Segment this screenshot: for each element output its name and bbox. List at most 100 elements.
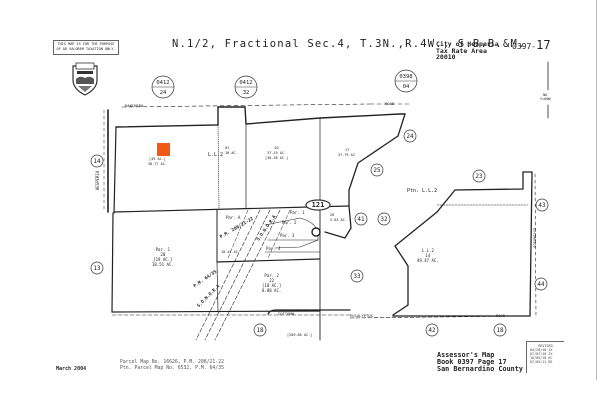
parcel-par-2-small[interactable]: Par. 2 [282, 220, 297, 225]
parcel-acres: 10 AC. [225, 151, 238, 155]
parcel-net-acres: 18.51 AC. [152, 262, 174, 267]
street-eucalyptus-road: ROAD [496, 313, 506, 318]
parcel-acres: 37.79 AC. [338, 153, 357, 157]
parcel-acres: [19 AC.] [153, 257, 173, 262]
neighbor-page-25[interactable]: 25 [373, 167, 381, 174]
neighbor-page-32[interactable]: 32 [380, 216, 388, 223]
parcel-label: L.L.2 [421, 248, 434, 253]
ll2-label-top: L.L.2 [208, 152, 224, 158]
tra-label: Tax Rate Area [436, 46, 487, 55]
parcel-label: Par. 2 [264, 273, 279, 278]
parcel-par-2[interactable]: Par. 2 22 [10 AC.] 8.88 AC. [262, 273, 281, 293]
street-road-label: ROAD [385, 101, 395, 106]
neighbor-page-44[interactable]: 44 [537, 281, 545, 288]
taxation-disclaimer: THIS MAP IS FOR THE PURPOSE OF AD VALORE… [53, 40, 119, 55]
parcel-27[interactable]: 27 37.79 AC. [338, 148, 357, 158]
bearing-label: Y=60W [540, 97, 551, 101]
parcel-number: 27 [345, 148, 350, 152]
book-ref-top: 0412 [239, 80, 253, 86]
city-name: City of Hesperia [436, 40, 499, 48]
north-label: NO [543, 93, 548, 97]
book-ref-0398-04[interactable]: 0398 04 [399, 72, 413, 92]
neighbor-page-18-left[interactable]: 18 [256, 327, 264, 334]
parcel-label: Par. 1 [155, 247, 171, 252]
parcel-net-acres: [38.38 AC.] [265, 156, 289, 160]
parcel-14-ll2[interactable]: L.L.2 14 49.47 AC. [417, 248, 439, 263]
parcel-par-1[interactable]: Par. 1 20 [19 AC.] 18.51 AC. [152, 247, 174, 267]
assessor-book-page: Book 0397 Page 17 [437, 358, 507, 366]
parcel-par-4-small[interactable]: Par. 4 [266, 246, 281, 251]
revision-box: REVISED 04/20/10 JX 07/07/10 JX 10/05/10… [526, 341, 564, 373]
parcel-label: Par. A [226, 215, 241, 220]
parcel-par-3-small[interactable]: Par. 3 [280, 233, 295, 238]
county-seal-icon [72, 62, 98, 96]
parcel-acres: 37.19 AC. [267, 151, 287, 155]
parcel-ref-1: Parcel Map No. 16626, P.M. 206/21-22 [120, 360, 224, 365]
book-ref-bottom: 04 [402, 84, 410, 90]
book-ref-bottom: 32 [242, 90, 250, 96]
parcel-number: 20 [160, 252, 166, 257]
map-date: March 2004 [56, 366, 87, 372]
assessor-title: Assessor's Map [437, 351, 495, 359]
revision-entry: 07/07/10 JX [530, 352, 553, 356]
parcel-ref-2: Ptn. Parcel Map No. 6532, P.M. 64/35 [120, 366, 224, 371]
neighbor-page-43[interactable]: 43 [538, 202, 546, 209]
disclaimer-line-1: THIS MAP IS FOR THE PURPOSE [57, 42, 115, 46]
neighbor-page-23[interactable]: 23 [475, 173, 483, 180]
parcel-acres: 5.03 AC. [330, 218, 347, 222]
map-title: N.1/2, Fractional Sec.4, T.3N.,R.4W., S.… [172, 38, 526, 50]
street-hesperia: HESPERIA [95, 170, 101, 191]
parcel-acres: [10 AC.] [262, 283, 282, 288]
neighbor-page-13[interactable]: 13 [93, 265, 101, 272]
parcel-par-a-acres: 10.44 AC. [221, 250, 240, 254]
book-ref-bottom: 24 [159, 90, 167, 96]
book-ref-0412-24[interactable]: 0412 24 [156, 78, 170, 98]
neighbor-page-18-right[interactable]: 18 [496, 327, 504, 334]
book-ref-top: 0412 [156, 80, 170, 86]
parcel-03[interactable]: 03 37.19 AC. [38.38 AC.] [265, 146, 288, 161]
tax-rate-area: City of Hesperia Tax Rate Area 20010 [436, 41, 499, 61]
parcel-acres: 49.47 AC. [417, 258, 439, 263]
street-cottonwood: COTTONW [278, 311, 295, 316]
street-ranchero: RANCHERO [125, 103, 144, 108]
parcel-par-1-small[interactable]: Par. 1 [290, 210, 305, 215]
special-label-121[interactable]: 121 [311, 201, 325, 209]
book-ref-0412-32[interactable]: 0412 32 [239, 78, 253, 98]
neighbor-page-24[interactable]: 24 [406, 133, 414, 140]
map-number: 0397-17 [512, 38, 551, 52]
parcel-acres: [49 AC.] [149, 157, 166, 161]
parcel-number: 03 [274, 146, 279, 150]
parcel-par-a[interactable]: Par. A [226, 215, 240, 220]
book-ref-top: 0398 [399, 74, 413, 80]
assessor-map-info: Assessor's Map Book 0397 Page 17 San Ber… [437, 352, 523, 373]
parcel-10-highlighted[interactable]: [49 AC.] 38.77 AC. [148, 157, 167, 166]
revision-entry: 04/20/10 JX [530, 348, 553, 352]
highlighted-parcel-marker[interactable] [157, 143, 170, 156]
north-arrow-icon: NO Y=60W [540, 93, 551, 101]
parcel-01[interactable]: 01 10 AC. [225, 146, 238, 156]
parcel-number: 14 [425, 253, 431, 258]
neighbor-page-33[interactable]: 33 [353, 273, 361, 280]
neighbor-page-42[interactable]: 42 [428, 327, 436, 334]
page-edge [596, 0, 597, 380]
parcel-net-acres: 38.77 AC. [148, 161, 167, 166]
map-page: 17 [536, 38, 551, 52]
revision-header: REVISED [538, 344, 553, 348]
parcel-number: 26 [330, 213, 335, 217]
disclaimer-line-2: OF AD VALOREM TAXATION ONLY. [56, 46, 116, 51]
revision-entry: 10/05/10 KC [530, 356, 553, 360]
map-book: 0397- [512, 42, 537, 51]
parcel-number: 01 [225, 146, 230, 150]
assessor-county: San Bernardino County [437, 365, 523, 373]
parcel-map-references: Parcel Map No. 16626, P.M. 206/21-22 Ptn… [120, 360, 224, 372]
parcel-number: 22 [269, 278, 275, 283]
parcel-26[interactable]: 26 5.03 AC. [330, 213, 347, 223]
neighbor-page-14[interactable]: 14 [93, 158, 101, 165]
street-escondido: ESCONDIDO [532, 228, 537, 248]
revision-entry: 07/05/11 BS [530, 360, 553, 364]
ptn-ll2-label: Ptn. L.L.2 [407, 188, 438, 194]
parcel-net-acres: 8.88 AC. [262, 288, 282, 293]
neighbor-page-41[interactable]: 41 [357, 216, 365, 223]
tra-number: 20010 [436, 53, 456, 61]
